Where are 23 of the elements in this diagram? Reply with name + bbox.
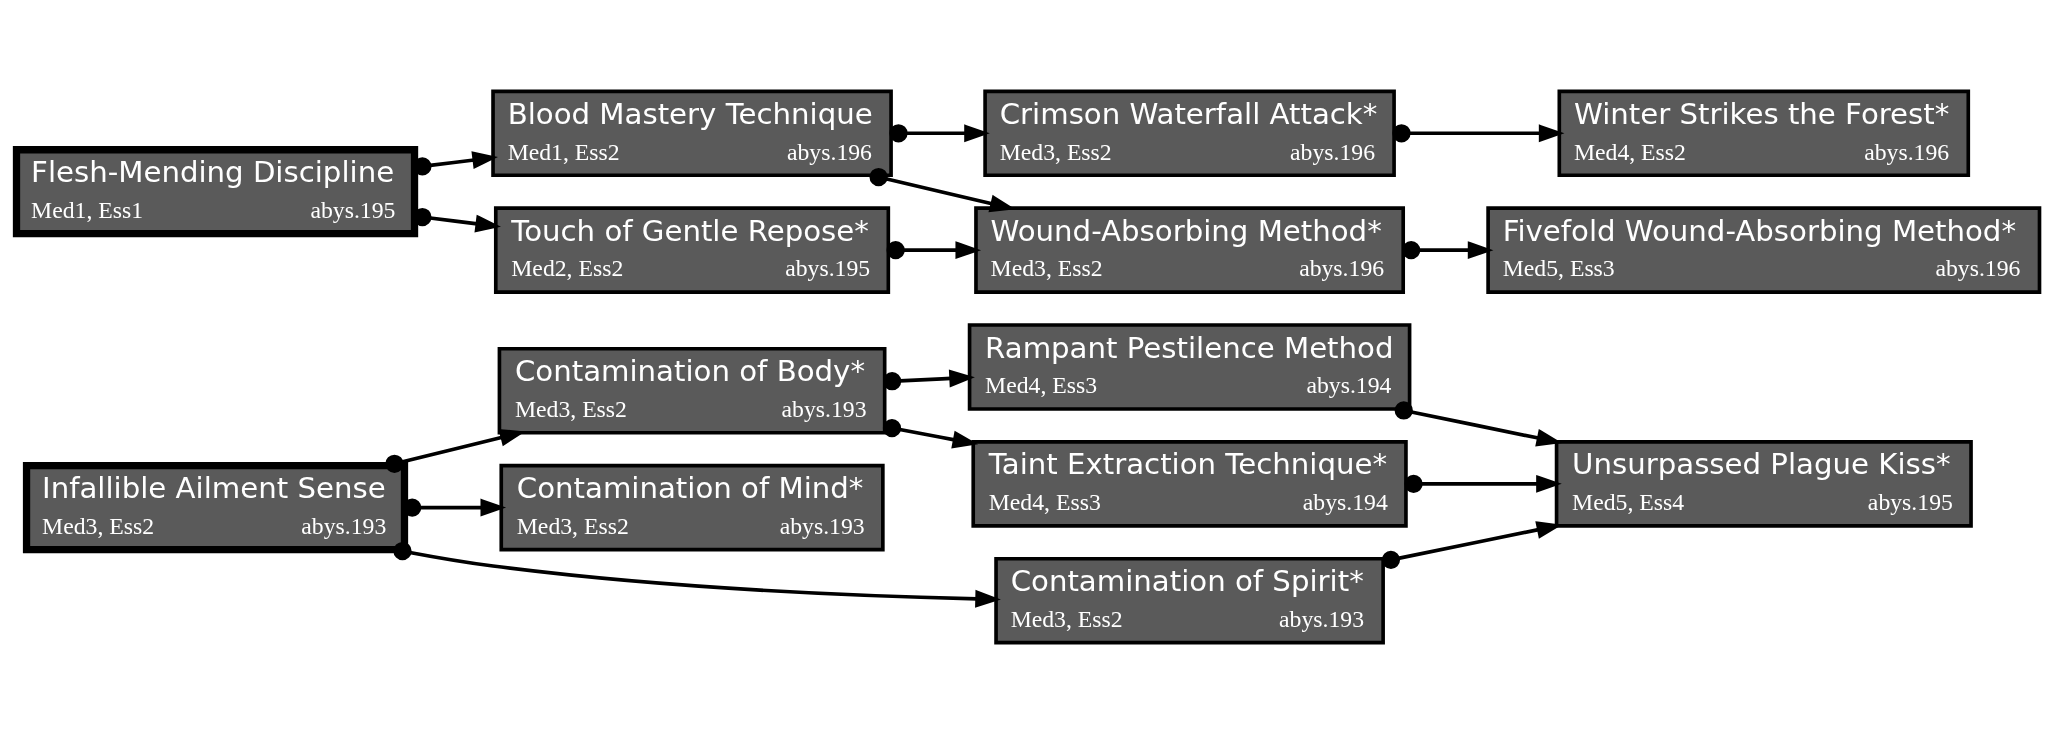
node-box: Flesh-Mending Discipline Med1, Ess1 abys.195 — [12, 145, 419, 237]
arrow — [882, 418, 979, 448]
arrow — [1402, 240, 1494, 259]
node-box: Fivefold Wound-Absorbing Method* Med5, Ess3 abys.196 — [1486, 205, 2042, 294]
node-box: Wound-Absorbing Method* Med3, Ess2 abys.196 — [974, 205, 1406, 294]
arrow — [393, 541, 1001, 608]
arrow — [1392, 123, 1565, 142]
node-box: Rampant Pestilence Method Med4, Ess3 abys.194 — [967, 322, 1412, 411]
arrow — [883, 369, 975, 390]
arrow — [1394, 400, 1563, 447]
node-box: Infallible Ailment Sense Med3, Ess2 abys.193 — [22, 461, 409, 553]
node-box: Blood Mastery Technique Med1, Ess2 abys.196 — [491, 88, 893, 177]
node-box: Unsurpassed Plague Kiss* Med5, Ess4 abys.195 — [1554, 439, 1973, 528]
node-box: Contamination of Mind* Med3, Ess2 abys.193 — [499, 463, 885, 551]
arrow — [886, 240, 982, 259]
node-box: Crimson Waterfall Attack* Med3, Ess2 abys.196 — [983, 88, 1396, 177]
node-box: Winter Strikes the Forest* Med4, Ess2 abys.196 — [1557, 88, 1971, 177]
arrow — [889, 123, 990, 142]
node-box: Touch of Gentle Repose* Med2, Ess2 abys.195 — [493, 205, 891, 294]
node-box: Contamination of Spirit* Med3, Ess2 abys.193 — [994, 556, 1385, 645]
arrow — [1404, 474, 1562, 493]
node-box: Contamination of Body* Med3, Ess2 abys.193 — [497, 346, 887, 435]
node-box: Taint Extraction Technique* Med4, Ess3 abys.194 — [971, 439, 1408, 528]
